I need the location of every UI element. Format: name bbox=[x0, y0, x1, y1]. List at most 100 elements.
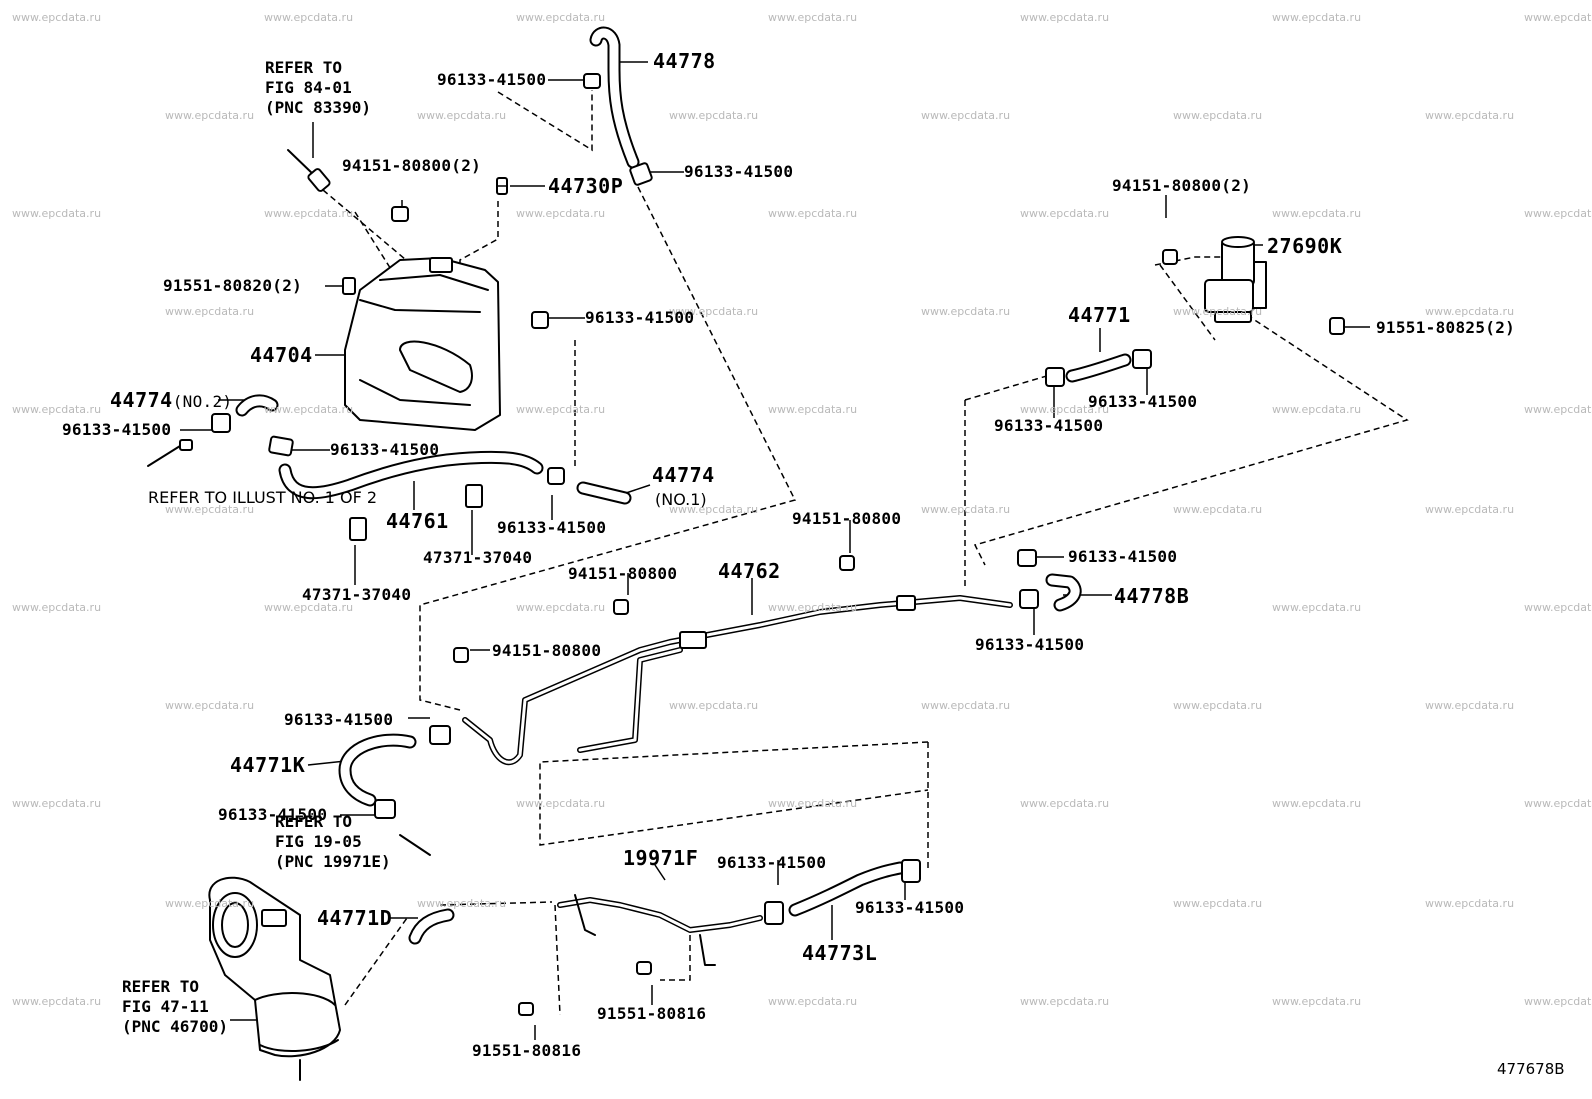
watermark: www.epcdata.ru bbox=[12, 11, 102, 24]
part-label-44774-no1[interactable]: 44774 bbox=[652, 463, 715, 487]
watermark: www.epcdata.ru bbox=[1020, 403, 1110, 416]
watermark: www.epcdata.ru bbox=[921, 109, 1011, 122]
watermark: www.epcdata.ru bbox=[1272, 797, 1362, 810]
fastener-label-94151-80800-2[interactable]: 94151-80800(2) bbox=[342, 156, 482, 175]
watermark: www.epcdata.ru bbox=[768, 207, 858, 220]
watermark: www.epcdata.ru bbox=[1524, 403, 1592, 416]
fastener-label-94151-80800[interactable]: 94151-80800 bbox=[492, 641, 602, 660]
watermark: www.epcdata.ru bbox=[1272, 11, 1362, 24]
hose-44771K bbox=[338, 725, 451, 856]
fastener-label-96133-41500[interactable]: 96133-41500 bbox=[855, 898, 965, 917]
fastener-label-96133-41500[interactable]: 96133-41500 bbox=[284, 710, 394, 729]
watermark: www.epcdata.ru bbox=[264, 601, 354, 614]
watermark: www.epcdata.ru bbox=[264, 403, 354, 416]
fastener-label-91551-80825-2[interactable]: 91551-80825(2) bbox=[1376, 318, 1516, 337]
hose-44774-no2 bbox=[211, 394, 279, 433]
fastener-label-94151-80800[interactable]: 94151-80800 bbox=[792, 509, 902, 528]
hose-44773L bbox=[764, 859, 921, 925]
fastener-label-94151-80800-2[interactable]: 94151-80800(2) bbox=[1112, 176, 1252, 195]
connector-44730P bbox=[496, 177, 508, 195]
watermark: www.epcdata.ru bbox=[1272, 601, 1362, 614]
part-label-44762[interactable]: 44762 bbox=[718, 559, 781, 583]
watermark: www.epcdata.ru bbox=[669, 305, 759, 318]
diagram-id: 477678B bbox=[1497, 1060, 1565, 1078]
vsv-27690K bbox=[1162, 236, 1345, 335]
watermark: www.epcdata.ru bbox=[1272, 207, 1362, 220]
fastener-label-96133-41500[interactable]: 96133-41500 bbox=[684, 162, 794, 181]
watermark: www.epcdata.ru bbox=[1425, 305, 1515, 318]
fastener-label-94151-80800[interactable]: 94151-80800 bbox=[568, 564, 678, 583]
fastener-label-96133-41500[interactable]: 96133-41500 bbox=[330, 440, 440, 459]
part-label-44778B[interactable]: 44778B bbox=[1114, 584, 1190, 608]
fastener-label-96133-41500[interactable]: 96133-41500 bbox=[717, 853, 827, 872]
pipe-44762 bbox=[453, 555, 1013, 766]
watermark: www.epcdata.ru bbox=[12, 207, 102, 220]
watermark: www.epcdata.ru bbox=[516, 207, 606, 220]
watermark: www.epcdata.ru bbox=[669, 503, 759, 516]
fastener-label-91551-80820-2[interactable]: 91551-80820(2) bbox=[163, 276, 303, 295]
fastener-label-96133-41500[interactable]: 96133-41500 bbox=[437, 70, 547, 89]
watermark: www.epcdata.ru bbox=[1425, 897, 1515, 910]
part-label-19971F[interactable]: 19971F bbox=[623, 846, 699, 870]
part-label-44771[interactable]: 44771 bbox=[1068, 303, 1131, 327]
fastener-label-96133-41500[interactable]: 96133-41500 bbox=[62, 420, 172, 439]
watermark: www.epcdata.ru bbox=[768, 995, 858, 1008]
watermark: www.epcdata.ru bbox=[1173, 109, 1263, 122]
part-label-44771D[interactable]: 44771D bbox=[317, 906, 393, 930]
bolt-ref-illust bbox=[147, 439, 193, 467]
watermark: www.epcdata.ru bbox=[1524, 601, 1592, 614]
fastener-label-47371-37040[interactable]: 47371-37040 bbox=[302, 585, 412, 604]
fastener-label-96133-41500[interactable]: 96133-41500 bbox=[994, 416, 1104, 435]
reference-note-fig19: REFER TO FIG 19-05 (PNC 19971E) bbox=[275, 812, 391, 871]
fastener-label-96133-41500[interactable]: 96133-41500 bbox=[585, 308, 695, 327]
fastener-label-96133-41500[interactable]: 96133-41500 bbox=[1088, 392, 1198, 411]
watermark: www.epcdata.ru bbox=[165, 699, 255, 712]
watermark: www.epcdata.ru bbox=[516, 403, 606, 416]
watermark: www.epcdata.ru bbox=[1272, 403, 1362, 416]
part-label-44774-no2[interactable]: 44774(NO.2) bbox=[110, 390, 232, 410]
watermark: www.epcdata.ru bbox=[417, 109, 507, 122]
watermark: www.epcdata.ru bbox=[921, 305, 1011, 318]
fastener-label-96133-41500[interactable]: 96133-41500 bbox=[1068, 547, 1178, 566]
watermark: www.epcdata.ru bbox=[1173, 699, 1263, 712]
part-label-44761[interactable]: 44761 bbox=[386, 509, 449, 533]
watermark: www.epcdata.ru bbox=[768, 11, 858, 24]
fastener-label-96133-41500[interactable]: 96133-41500 bbox=[218, 805, 328, 824]
watermark: www.epcdata.ru bbox=[669, 109, 759, 122]
clamp-47371-a bbox=[349, 484, 483, 541]
watermark: www.epcdata.ru bbox=[1173, 305, 1263, 318]
hose-44761 bbox=[268, 435, 544, 500]
part-label-44704[interactable]: 44704 bbox=[250, 343, 313, 367]
watermark: www.epcdata.ru bbox=[1425, 699, 1515, 712]
fastener-label-96133-41500[interactable]: 96133-41500 bbox=[497, 518, 607, 537]
watermark: www.epcdata.ru bbox=[1020, 797, 1110, 810]
hose-44778B bbox=[1017, 549, 1082, 612]
part-suffix-no1: (NO.1) bbox=[655, 490, 707, 509]
reference-note-fig84: REFER TO FIG 84-01 (PNC 83390) bbox=[265, 58, 371, 117]
watermark: www.epcdata.ru bbox=[12, 601, 102, 614]
watermark: www.epcdata.ru bbox=[1425, 503, 1515, 516]
fastener-label-91551-80816[interactable]: 91551-80816 bbox=[597, 1004, 707, 1023]
watermark: www.epcdata.ru bbox=[1524, 207, 1592, 220]
part-label-27690K[interactable]: 27690K bbox=[1267, 234, 1343, 258]
watermark: www.epcdata.ru bbox=[12, 403, 102, 416]
hose-44774-no1 bbox=[531, 311, 632, 505]
part-label-44730P[interactable]: 44730P bbox=[548, 174, 624, 198]
watermark: www.epcdata.ru bbox=[417, 897, 507, 910]
watermark: www.epcdata.ru bbox=[264, 207, 354, 220]
fastener-label-96133-41500[interactable]: 96133-41500 bbox=[975, 635, 1085, 654]
throttle-body bbox=[208, 876, 341, 1081]
watermark: www.epcdata.ru bbox=[1020, 11, 1110, 24]
watermark: www.epcdata.ru bbox=[12, 797, 102, 810]
part-label-44778[interactable]: 44778 bbox=[653, 49, 716, 73]
part-label-44773L[interactable]: 44773L bbox=[802, 941, 878, 965]
watermark: www.epcdata.ru bbox=[165, 503, 255, 516]
watermark: www.epcdata.ru bbox=[165, 897, 255, 910]
watermark: www.epcdata.ru bbox=[1173, 503, 1263, 516]
part-number: 44774 bbox=[110, 388, 173, 412]
dashed-guide-lines bbox=[322, 90, 1409, 1016]
fastener-label-91551-80816[interactable]: 91551-80816 bbox=[472, 1041, 582, 1060]
fastener-label-47371-37040[interactable]: 47371-37040 bbox=[423, 548, 533, 567]
part-label-44771K[interactable]: 44771K bbox=[230, 753, 306, 777]
